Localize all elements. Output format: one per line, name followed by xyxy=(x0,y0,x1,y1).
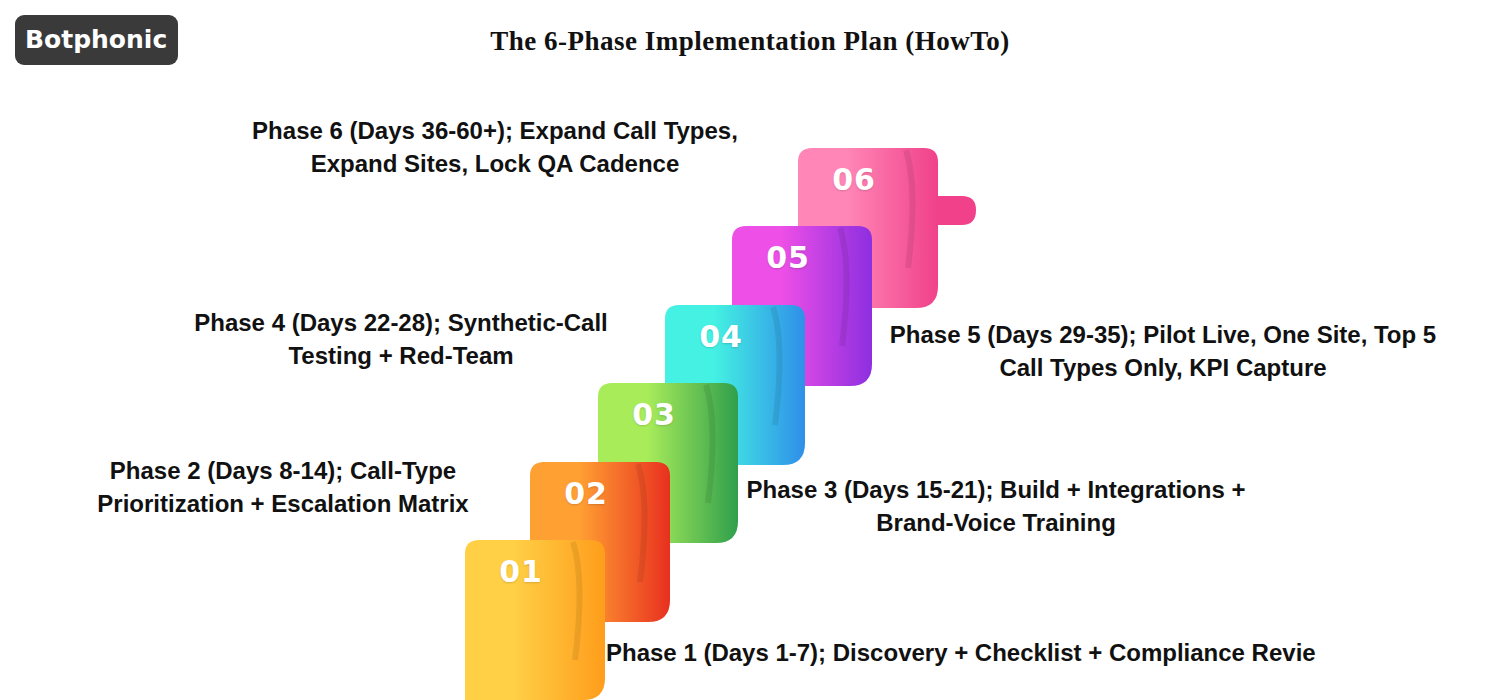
ribbon-body xyxy=(798,148,938,308)
step-number: 04 xyxy=(665,317,777,357)
phase-label: Phase 2 (Days 8-14); Call-Type Prioritiz… xyxy=(52,454,514,520)
ribbon-body xyxy=(598,383,738,543)
ribbon-shade xyxy=(573,542,580,660)
step-number: 05 xyxy=(732,238,844,278)
step-number: 02 xyxy=(530,474,642,514)
ribbon-shade xyxy=(638,464,645,582)
step-ribbon: 01 xyxy=(465,540,605,700)
phase-label: Phase 1 (Days 1-7); Discovery + Checklis… xyxy=(606,636,1316,669)
ribbon-body xyxy=(530,462,670,622)
phase-label: Phase 3 (Days 15-21); Build + Integratio… xyxy=(746,473,1246,539)
ribbon-shade xyxy=(773,307,780,425)
ribbon-shade xyxy=(706,385,713,503)
diagram-title: The 6-Phase Implementation Plan (HowTo) xyxy=(0,26,1500,57)
brand-logo: Botphonic xyxy=(15,15,178,65)
ribbon-body xyxy=(665,305,805,465)
logo-text: Botphonic xyxy=(25,25,167,55)
step-number: 03 xyxy=(598,395,710,435)
ribbon-body xyxy=(465,540,605,700)
phase-label: Phase 6 (Days 36-60+); Expand Call Types… xyxy=(206,114,784,180)
step-number: 01 xyxy=(465,552,577,592)
phase-label: Phase 4 (Days 22-28); Synthetic-Call Tes… xyxy=(160,306,642,372)
phase-label: Phase 5 (Days 29-35); Pilot Live, One Si… xyxy=(878,318,1448,384)
ribbon-fold xyxy=(932,196,976,225)
ribbon-shade xyxy=(840,228,847,346)
ribbon-shade xyxy=(906,150,913,268)
ribbon-body xyxy=(732,226,872,386)
step-number: 06 xyxy=(798,160,910,200)
